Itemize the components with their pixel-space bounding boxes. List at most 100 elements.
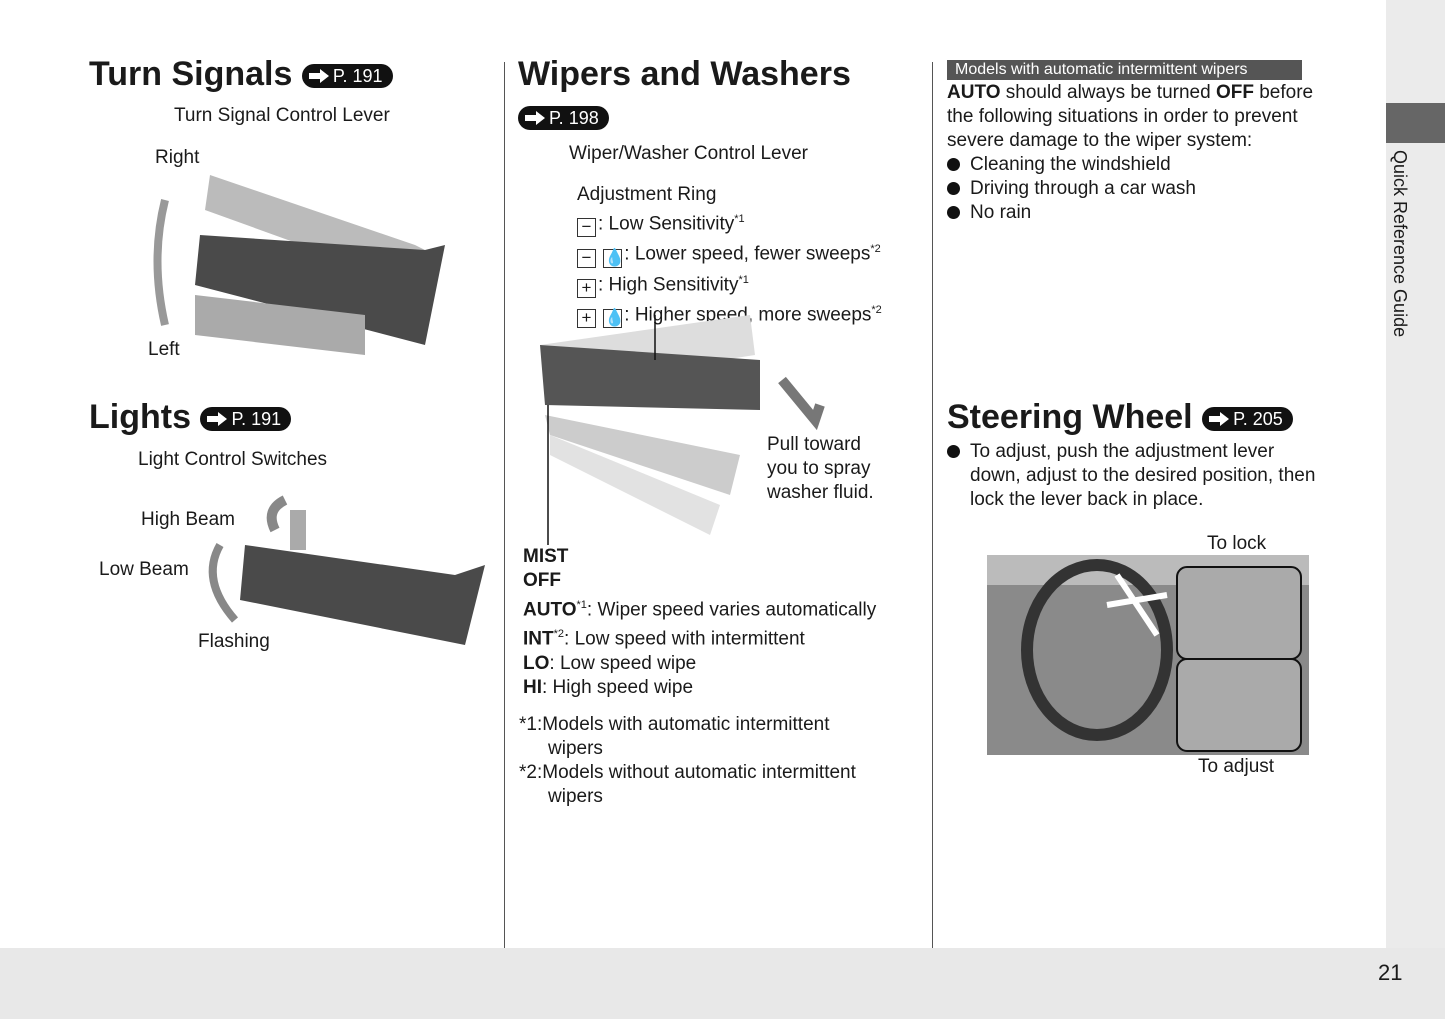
plus-icon: +	[577, 309, 596, 329]
footnotes: *1:Models with automatic intermittent wi…	[519, 713, 856, 809]
ring-item: −: Low Sensitivity*1	[577, 207, 882, 238]
label-right: Right	[155, 147, 200, 168]
page-ref-link[interactable]: P. 191	[200, 407, 292, 432]
label-high-beam: High Beam	[141, 509, 235, 530]
adjustment-ring-title: Adjustment Ring	[577, 184, 717, 205]
arrow-right-icon	[525, 111, 545, 125]
ring-text: : High Sensitivity	[598, 273, 739, 295]
footnote-mark: *2:	[519, 762, 543, 783]
text: before	[1253, 82, 1314, 103]
mode-label: AUTO	[523, 599, 577, 621]
side-tab-marker	[1386, 103, 1445, 143]
mode-text: : Low speed wipe	[549, 652, 697, 674]
steering-heading: Steering Wheel P. 205	[947, 398, 1293, 437]
bullet-item: No rain	[947, 201, 1313, 225]
bullet-item: To adjust, push the adjustment lever dow…	[947, 440, 1315, 512]
text-line: severe damage to the wiper system:	[947, 130, 1253, 151]
bold-text: AUTO	[947, 82, 1001, 103]
ref-label: P. 191	[332, 65, 383, 86]
wiper-lever-illustration	[540, 315, 825, 545]
bullet-icon	[947, 445, 960, 458]
mode-label: HI	[523, 676, 542, 698]
footnote-text: wipers	[548, 786, 603, 807]
text-line: down, adjust to the desired position, th…	[970, 465, 1316, 486]
text-line: washer fluid.	[767, 482, 874, 503]
ring-item: +: High Sensitivity*1	[577, 268, 882, 298]
arrow-right-icon	[207, 412, 228, 427]
footnote-text: Models with automatic intermittent	[542, 714, 830, 735]
text-line: you to spray	[767, 458, 871, 479]
model-tag: Models with automatic intermittent wiper…	[947, 60, 1302, 80]
caption: Turn Signal Control Lever	[174, 105, 390, 126]
bullet-icon	[947, 206, 960, 219]
column-divider	[932, 62, 933, 948]
turn-signal-lever-illustration	[153, 175, 445, 355]
ring-text: : Low Sensitivity	[598, 213, 735, 235]
minus-icon: −	[577, 218, 596, 238]
ref-label: P. 191	[231, 408, 282, 429]
raindrop-icon: 💧	[603, 247, 626, 268]
bullet-text: No rain	[970, 202, 1032, 223]
bullet-icon	[947, 182, 960, 195]
side-tab-strip	[1386, 0, 1445, 948]
steering-instructions: To adjust, push the adjustment lever dow…	[947, 440, 1315, 512]
mode-text: : Low speed with intermittent	[564, 628, 805, 650]
footnote-text: Models without automatic intermittent	[542, 762, 856, 783]
bullet-item: Driving through a car wash	[947, 177, 1313, 201]
label-to-lock: To lock	[1207, 533, 1267, 554]
turn-signals-heading: Turn Signals P. 191	[89, 55, 393, 94]
ring-text: : Higher speed, more sweeps	[624, 304, 872, 326]
footnote-mark: *2	[553, 628, 565, 641]
bullet-text: Cleaning the windshield	[970, 154, 1171, 175]
caption: Wiper/Washer Control Lever	[569, 143, 808, 164]
footnote-mark: *2	[871, 303, 882, 316]
section-title: Turn Signals	[89, 55, 293, 93]
ring-text: : Lower speed, fewer sweeps	[624, 243, 871, 265]
mode-label: MIST	[523, 546, 569, 567]
label-left: Left	[148, 339, 180, 360]
page-ref-link[interactable]: P. 205	[1202, 407, 1293, 432]
ref-label: P. 198	[549, 107, 599, 128]
footnote-mark: *1	[734, 213, 745, 225]
text-line: To adjust, push the adjustment lever	[970, 441, 1275, 462]
lights-heading: Lights P. 191	[89, 398, 292, 437]
wiper-modes-list: MIST OFF AUTO*1: Wiper speed varies auto…	[523, 545, 876, 700]
footnote-text: wipers	[548, 738, 603, 759]
footer-band	[0, 948, 1445, 1019]
bold-text: OFF	[1215, 82, 1254, 103]
mode-label: OFF	[523, 570, 561, 591]
label-flashing: Flashing	[198, 631, 270, 652]
bullet-text: Driving through a car wash	[970, 178, 1196, 199]
auto-warning: AUTO should always be turned OFF before …	[947, 81, 1313, 225]
side-tab-label[interactable]: Quick Reference Guide	[1390, 150, 1410, 338]
section-title: Steering Wheel	[947, 398, 1193, 436]
arrow-right-icon	[308, 69, 329, 84]
minus-icon: −	[577, 248, 596, 268]
column-divider	[504, 62, 505, 948]
label-low-beam: Low Beam	[99, 559, 189, 580]
bullet-item: Cleaning the windshield	[947, 153, 1313, 177]
text-line: Pull toward	[767, 434, 861, 455]
pull-instruction: Pull toward you to spray washer fluid.	[767, 433, 874, 505]
ring-item: − 💧: Lower speed, fewer sweeps*2	[577, 237, 882, 268]
caption: Light Control Switches	[138, 449, 328, 470]
mode-label: INT	[523, 628, 554, 650]
steering-wheel-illustration	[987, 555, 1309, 755]
text: should always be turned	[1000, 82, 1216, 103]
adjustment-ring-list: −: Low Sensitivity*1 − 💧: Lower speed, f…	[577, 207, 882, 329]
text-line: the following situations in order to pre…	[947, 106, 1298, 127]
footnote-mark: *1	[576, 599, 587, 611]
footnote-mark: *1:	[519, 714, 543, 735]
wipers-heading: Wipers and Washers	[518, 55, 851, 93]
page-number: 21	[1378, 960, 1403, 985]
ref-label: P. 205	[1233, 408, 1283, 429]
plus-icon: +	[577, 278, 596, 298]
ring-item: + 💧: Higher speed, more sweeps*2	[577, 298, 882, 329]
section-title: Lights	[89, 398, 191, 436]
footnote-mark: *1	[738, 273, 749, 286]
page-ref-link[interactable]: P. 198	[518, 106, 609, 130]
mode-text: : High speed wipe	[542, 676, 694, 698]
light-switch-illustration	[208, 495, 485, 645]
page-ref-link[interactable]: P. 191	[301, 64, 393, 89]
arrow-right-icon	[1209, 412, 1230, 427]
